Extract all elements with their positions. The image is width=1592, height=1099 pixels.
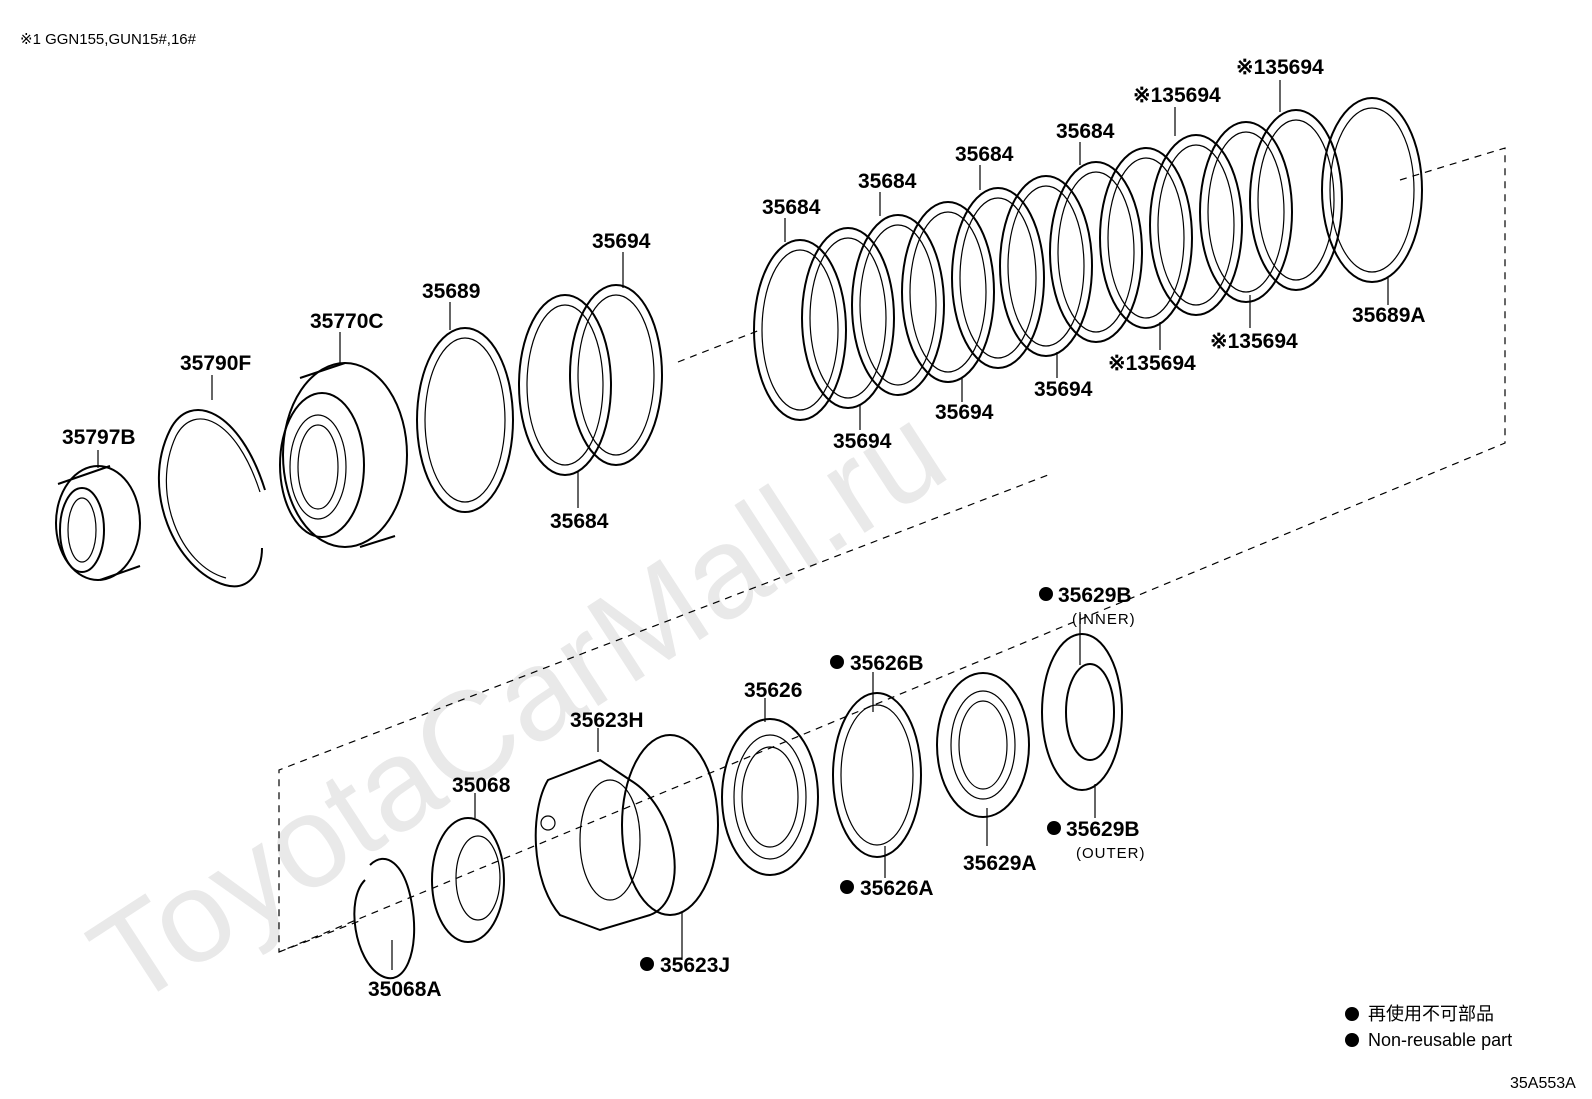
label-35629b-inner-sub: (INNER) xyxy=(1072,611,1136,628)
part-35694-plate-h[interactable] xyxy=(1249,109,1343,291)
part-35694-plate-d[interactable] xyxy=(999,175,1093,357)
label-35623j[interactable]: 35623J xyxy=(660,954,730,977)
part-35629a-balancer[interactable] xyxy=(936,672,1030,818)
label-35068a[interactable]: 35068A xyxy=(368,978,442,1001)
label-35694-g[interactable]: ※135694 xyxy=(1210,330,1298,353)
assembly-guide-lines xyxy=(278,147,1506,953)
non-reusable-markers xyxy=(640,587,1061,971)
label-35629b-outer[interactable]: 35629B xyxy=(1066,818,1140,841)
label-35684-e[interactable]: 35684 xyxy=(1056,120,1115,143)
part-labels: 35797B 35790F 35770C 35689 35694 35684 3… xyxy=(62,56,1426,1001)
part-35629b-inner-seal[interactable] xyxy=(1065,663,1115,761)
label-35689a[interactable]: 35689A xyxy=(1352,304,1426,327)
watermark: ToyotaCarMall.ru xyxy=(66,376,970,1034)
label-35684-c[interactable]: 35684 xyxy=(858,170,917,193)
part-35790f-snap-ring[interactable] xyxy=(157,409,266,588)
label-35694-a[interactable]: 35694 xyxy=(592,230,651,253)
part-35068a-snap-ring[interactable] xyxy=(353,857,416,980)
legend-bullet-en xyxy=(1345,1033,1359,1047)
part-35623j-o-ring[interactable] xyxy=(621,734,719,916)
label-35629b-outer-sub: (OUTER) xyxy=(1076,845,1146,862)
label-35629a[interactable]: 35629A xyxy=(963,852,1037,875)
part-35770c-clutch-drum[interactable] xyxy=(279,362,408,548)
label-35797b[interactable]: 35797B xyxy=(62,426,136,449)
legend-bullet-jp xyxy=(1345,1007,1359,1021)
diagram-code: 35A553A xyxy=(1510,1075,1576,1092)
label-35694-e[interactable]: ※135694 xyxy=(1108,352,1196,375)
part-35694-plate-f[interactable] xyxy=(1149,134,1243,316)
part-35797b-bearing[interactable] xyxy=(55,465,141,581)
label-35694-f[interactable]: ※135694 xyxy=(1133,84,1221,107)
part-35626a-seal-ring[interactable] xyxy=(840,704,914,846)
part-35684-disc-a[interactable] xyxy=(518,294,612,476)
legend-jp: 再使用不可部品 xyxy=(1368,1004,1494,1024)
label-35684-d[interactable]: 35684 xyxy=(955,143,1014,166)
label-35694-c[interactable]: 35694 xyxy=(935,401,994,424)
part-35694-plate-e[interactable] xyxy=(1099,147,1193,329)
label-35684-b[interactable]: 35684 xyxy=(762,196,821,219)
legend: 再使用不可部品 Non-reusable part xyxy=(1345,1004,1512,1050)
label-35068[interactable]: 35068 xyxy=(452,774,511,797)
label-35626b[interactable]: 35626B xyxy=(850,652,924,675)
header-note: ※1 GGN155,GUN15#,16# xyxy=(20,31,197,48)
label-35629b-inner[interactable]: 35629B xyxy=(1058,584,1132,607)
part-35694-plate-c[interactable] xyxy=(901,201,995,383)
part-35694-plate-g[interactable] xyxy=(1199,121,1293,303)
part-35689a-plate[interactable] xyxy=(1321,97,1423,283)
label-35623h[interactable]: 35623H xyxy=(570,709,644,732)
part-35694-plate-b[interactable] xyxy=(801,227,895,409)
part-35626-piston[interactable] xyxy=(721,718,819,876)
part-clutch-pack-series xyxy=(753,97,1423,421)
label-35626a[interactable]: 35626A xyxy=(860,877,934,900)
part-35684-disc-d[interactable] xyxy=(951,187,1045,369)
label-35694-h[interactable]: ※135694 xyxy=(1236,56,1324,79)
leader-lines xyxy=(97,80,1389,970)
label-35694-b[interactable]: 35694 xyxy=(833,430,892,453)
part-35623h-piston-cylinder[interactable] xyxy=(534,758,676,932)
part-35684-disc-b[interactable] xyxy=(753,239,847,421)
part-35626b-seal-ring[interactable] xyxy=(832,692,922,858)
legend-en: Non-reusable part xyxy=(1368,1030,1512,1050)
part-35629b-outer-seal[interactable] xyxy=(1041,633,1123,791)
part-35684-disc-c[interactable] xyxy=(851,214,945,396)
label-35626[interactable]: 35626 xyxy=(744,679,802,702)
label-35694-d[interactable]: 35694 xyxy=(1034,378,1093,401)
part-35689-plate[interactable] xyxy=(416,327,514,513)
label-35684-a[interactable]: 35684 xyxy=(550,510,609,533)
part-35068-spring-retainer[interactable] xyxy=(431,817,505,943)
label-35790f[interactable]: 35790F xyxy=(180,352,251,375)
label-35689[interactable]: 35689 xyxy=(422,280,480,303)
label-35770c[interactable]: 35770C xyxy=(310,310,384,333)
part-35694-plate-a[interactable] xyxy=(569,284,663,466)
part-35684-disc-e[interactable] xyxy=(1049,161,1143,343)
